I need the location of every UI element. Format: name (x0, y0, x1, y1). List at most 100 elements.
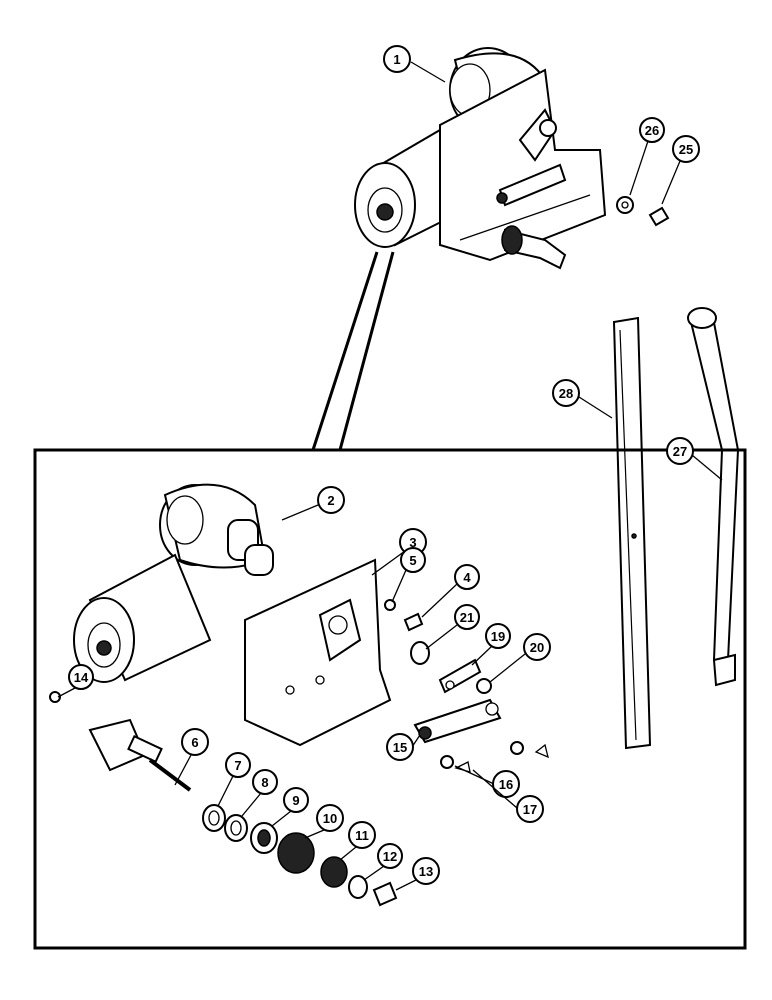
callout-circle (454, 564, 480, 590)
callout-7: 7 (217, 752, 251, 807)
callout-label: 6 (191, 735, 198, 750)
callout-label: 16 (499, 777, 513, 792)
callout-label: 4 (463, 570, 471, 585)
callout-label: 10 (323, 811, 337, 826)
callout-circle (225, 752, 251, 778)
leader-line (363, 865, 385, 881)
screw-nut-25-26 (616, 196, 670, 227)
callout-label: 25 (679, 142, 693, 157)
callout-circle (485, 623, 511, 649)
leader-line (410, 61, 446, 83)
callout-circle (252, 769, 278, 795)
leader-line (629, 140, 649, 196)
detail-bracket (244, 558, 392, 747)
callout-label: 27 (673, 444, 687, 459)
callout-circle (552, 379, 580, 407)
callout-circle (317, 486, 345, 514)
callout-13: 13 (395, 857, 440, 891)
leader-line (691, 454, 723, 481)
detail-hardware-stack (202, 804, 398, 907)
callout-label: 5 (409, 553, 416, 568)
detail-crank (438, 658, 482, 694)
callout-circle (412, 857, 440, 885)
callout-label: 11 (355, 828, 369, 843)
callout-label: 3 (409, 535, 416, 550)
leader-line (241, 792, 262, 817)
leader-line (339, 846, 357, 861)
callout-circle (666, 437, 694, 465)
leader-line (395, 879, 417, 891)
callout-circle (400, 547, 426, 573)
leader-line (578, 396, 613, 419)
callout-label: 17 (523, 802, 537, 817)
callout-17: 17 (472, 769, 544, 823)
callout-15: 15 (386, 733, 421, 761)
leader-line (661, 160, 681, 205)
leader-line (271, 810, 292, 827)
callout-label: 21 (460, 610, 474, 625)
callout-12: 12 (363, 843, 403, 881)
callout-circle (283, 787, 309, 813)
leader-line (489, 653, 526, 683)
leader-line (472, 769, 518, 809)
callout-circle (181, 728, 209, 756)
callout-label: 9 (292, 793, 299, 808)
wiper-motor-assembly (354, 47, 607, 270)
callout-label: 13 (419, 864, 433, 879)
callout-circle (639, 117, 665, 143)
detail-motor (73, 483, 274, 683)
leader-line (425, 624, 458, 650)
callout-circle (672, 135, 700, 163)
callout-circle (383, 45, 411, 73)
callout-label: 1 (393, 52, 400, 67)
leader-line (281, 504, 319, 521)
callout-3: 3 (371, 528, 427, 576)
detail-box (33, 448, 747, 950)
callout-label: 12 (383, 849, 397, 864)
callout-circle (492, 770, 520, 798)
callout-circle (316, 804, 344, 832)
callout-label: 20 (530, 640, 544, 655)
callout-circle (454, 604, 480, 630)
callout-8: 8 (241, 769, 278, 817)
callout-16: 16 (454, 765, 520, 798)
callout-19: 19 (471, 623, 511, 666)
callout-circle (377, 843, 403, 869)
callout-5: 5 (391, 547, 426, 603)
leader-line (217, 775, 234, 807)
leader-line (304, 829, 325, 839)
wiper-arm (687, 307, 740, 687)
callout-11: 11 (339, 821, 376, 861)
callout-25: 25 (661, 135, 700, 205)
callout-label: 7 (234, 758, 241, 773)
callout-6: 6 (174, 728, 209, 786)
leader-line (471, 645, 493, 666)
wiper-blade (612, 316, 652, 750)
detail-linkage (413, 698, 502, 744)
leader-line (174, 754, 192, 786)
callout-9: 9 (271, 787, 309, 827)
leader-line (371, 550, 406, 576)
leader-line (57, 687, 76, 698)
detail-connector-lines (311, 251, 395, 451)
callout-1: 1 (383, 45, 446, 83)
callout-circle (68, 664, 94, 690)
detail-shaft (88, 718, 192, 792)
callout-14: 14 (57, 664, 94, 698)
callout-circle (348, 821, 376, 849)
callout-label: 15 (393, 740, 407, 755)
callout-label: 2 (327, 493, 334, 508)
callout-10: 10 (304, 804, 344, 839)
callout-circle (523, 633, 551, 661)
callout-21: 21 (425, 604, 480, 650)
callout-20: 20 (489, 633, 551, 683)
callout-4: 4 (421, 564, 480, 618)
callout-27: 27 (666, 437, 723, 481)
callout-label: 28 (559, 386, 573, 401)
callout-label: 19 (491, 629, 505, 644)
leader-line (454, 765, 495, 785)
callout-2: 2 (281, 486, 345, 521)
callout-label: 8 (261, 775, 268, 790)
